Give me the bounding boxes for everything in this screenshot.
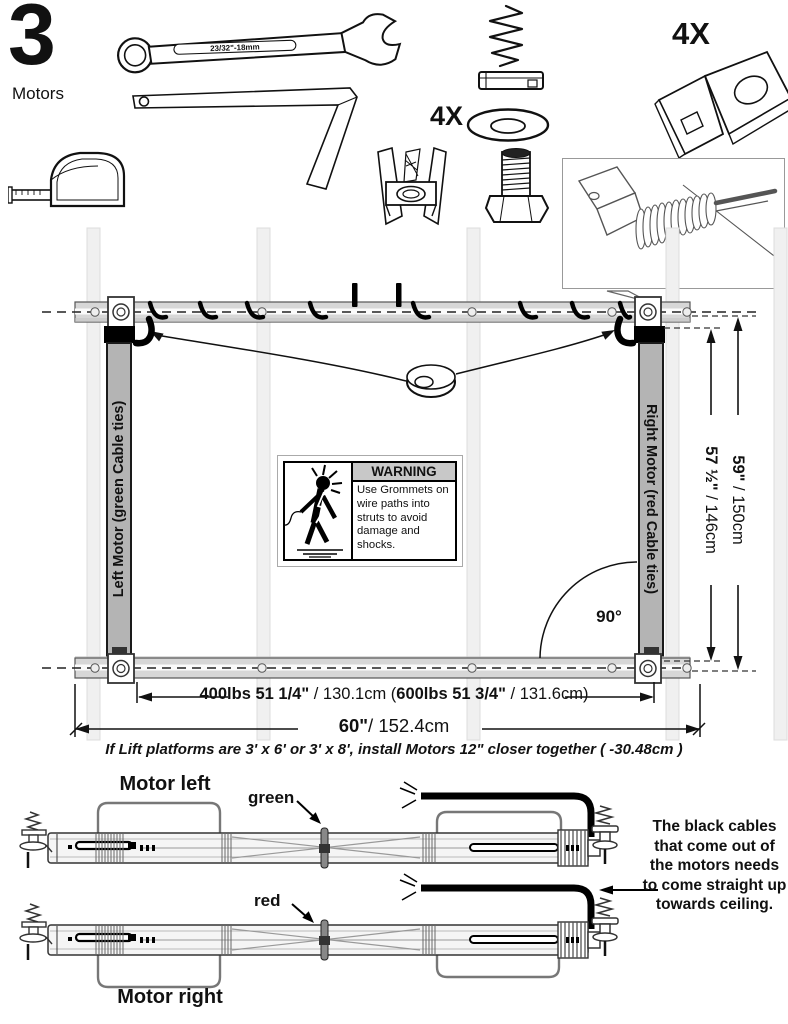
right-cable-elbow [614, 315, 637, 347]
cable-direction-note: The black cables that come out of the mo… [642, 818, 787, 913]
left-motor-cap [104, 326, 135, 343]
spring-nut-icon [478, 4, 548, 100]
ceiling-cable-stub [396, 283, 402, 307]
vertical-dimension-lines [710, 320, 739, 667]
step-label: Motors [12, 84, 64, 103]
left-cable-elbow [132, 315, 155, 347]
outer-height-dimension: 59" / 150cm [727, 415, 749, 585]
total-width-dimension: 60"/ 152.4cm [338, 715, 450, 736]
motor-assembly-drawings [19, 781, 658, 989]
grommet-pointer-left [161, 335, 407, 382]
left-motor-label: Left Motor (green Cable ties) [111, 400, 127, 598]
installation-diagram [42, 227, 788, 741]
bracket-quantity-label: 4X [672, 16, 710, 51]
bolt-icon [484, 146, 550, 226]
wrench-icon: 23/32"-18mm [111, 9, 405, 91]
inner-height-dimension: 57 ½" / 146cm [700, 415, 722, 585]
motor-left-drawing [19, 781, 619, 869]
washer-icon [465, 105, 551, 145]
motor-spacing-dimension: 400lbs 51 1/4" / 130.1cm (600lbs 51 3/4"… [199, 685, 589, 703]
mount-bracket [107, 653, 662, 684]
motor-right-drawing [19, 873, 619, 989]
motor-left-label: Motor left [119, 773, 211, 795]
step-number: 3 [8, 0, 56, 83]
cable-hooks [147, 300, 633, 320]
dimension-leaders [664, 315, 756, 672]
platform-note: If Lift platforms are 3' x 6' or 3' x 8'… [105, 741, 683, 758]
washer-quantity-label: 4X [430, 101, 464, 131]
right-motor-label: Right Motor (red Cable ties) [643, 403, 659, 595]
warning-box: WARNING Use Grommets on wire paths into … [277, 455, 463, 567]
wall-studs [86, 227, 788, 741]
ceiling-cable-stub [352, 283, 358, 307]
angle-arc [539, 561, 638, 659]
top-strut [42, 283, 756, 328]
right-motor-cap [634, 326, 665, 343]
grommet-pointer-right [455, 334, 605, 375]
right-motor [638, 342, 664, 657]
flat-bracket-icon [125, 86, 365, 196]
grommet-icon [406, 364, 456, 398]
bottom-strut [42, 653, 692, 684]
wrench-size-label: 23/32"-18mm [210, 42, 260, 53]
channel-bracket-icon [645, 40, 788, 160]
strut-channel-nut-icon [372, 146, 452, 228]
warning-body: Use Grommets on wire paths into struts t… [357, 484, 449, 552]
dimension-lines [69, 682, 706, 737]
motor-right-label: Motor right [117, 986, 223, 1008]
angle-label: 90° [596, 607, 622, 626]
green-cable-label: green [248, 788, 295, 807]
shock-hazard-icon [285, 463, 353, 559]
red-cable-label: red [254, 891, 281, 910]
tape-measure-icon [8, 140, 158, 216]
warning-title: WARNING [353, 463, 455, 482]
